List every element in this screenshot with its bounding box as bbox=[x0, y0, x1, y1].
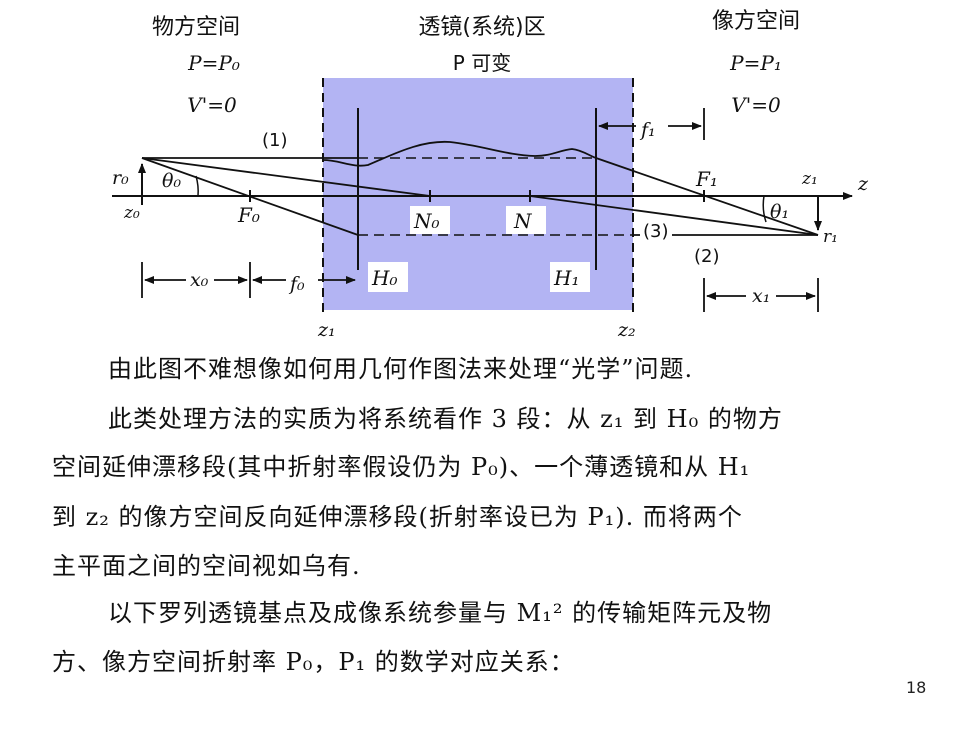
z-axis-label: z bbox=[857, 173, 869, 195]
n0-label-bg bbox=[410, 206, 450, 234]
ray-3-image bbox=[529, 195, 819, 236]
theta1-arc bbox=[762, 195, 767, 223]
n1-label: N bbox=[513, 209, 533, 233]
ray-1-lens-wave bbox=[322, 140, 597, 167]
ray-3-label: (3) bbox=[643, 221, 669, 242]
h0-label-bg bbox=[368, 262, 408, 292]
n1-label-bg bbox=[506, 206, 546, 234]
text-line-3: 空间延伸漂移段(其中折射率假设仍为 P₀)、一个薄透镜和从 H₁ bbox=[52, 453, 751, 481]
object-space-v: V'=0 bbox=[187, 93, 237, 117]
object-space-p: P=P₀ bbox=[187, 51, 240, 75]
z2-bottom-label: z₂ bbox=[617, 319, 636, 341]
x0-label: x₀ bbox=[190, 269, 209, 291]
text-line-4: 到 z₂ 的像方空间反向延伸漂移段(折射率设已为 P₁). 而将两个 bbox=[52, 503, 743, 531]
z1-top-label: z₁ bbox=[801, 169, 818, 189]
lens-region-title: 透镜(系统)区 bbox=[418, 15, 545, 40]
ray-2-label: (2) bbox=[694, 246, 720, 267]
theta0-arc bbox=[195, 175, 199, 197]
optics-diagram: 物方空间 P=P₀ V'=0 透镜(系统)区 P 可变 像方空间 P=P₁ V'… bbox=[112, 9, 869, 341]
text-line-6: 以下罗列透镜基点及成像系统参量与 M₁² 的传输矩阵元及物 bbox=[108, 599, 773, 627]
theta1-label: θ₁ bbox=[770, 201, 789, 223]
h1-label: H₁ bbox=[553, 266, 579, 290]
n0-label: N₀ bbox=[413, 209, 440, 233]
z0-label: z₀ bbox=[123, 203, 140, 223]
page-number: 18 bbox=[906, 678, 927, 697]
h1-label-bg bbox=[550, 262, 590, 292]
ray-1-image bbox=[595, 157, 819, 236]
image-space-p: P=P₁ bbox=[729, 51, 782, 75]
ray-3-object bbox=[141, 157, 431, 197]
ray-3-label-bg bbox=[640, 221, 672, 241]
theta0-label: θ₀ bbox=[162, 170, 181, 192]
object-space-title: 物方空间 bbox=[152, 15, 240, 40]
image-space-v: V'=0 bbox=[731, 93, 781, 117]
text-line-2: 此类处理方法的实质为将系统看作 3 段：从 z₁ 到 H₀ 的物方 bbox=[108, 405, 783, 433]
f1-focal-label: F₁ bbox=[695, 167, 718, 191]
h0-label: H₀ bbox=[371, 266, 397, 290]
r1-label: r₁ bbox=[823, 227, 838, 247]
text-line-5: 主平面之间的空间视如乌有. bbox=[52, 552, 361, 580]
f0-label: F₀ bbox=[237, 203, 260, 227]
r0-label: r₀ bbox=[112, 167, 129, 189]
x1-label: x₁ bbox=[752, 285, 770, 307]
image-space-title: 像方空间 bbox=[712, 9, 800, 34]
f1-dim-label: f₁ bbox=[639, 119, 656, 141]
lens-region-p: P 可变 bbox=[453, 51, 511, 75]
f0-dim-label: f₀ bbox=[288, 273, 305, 295]
text-line-1: 由此图不难想像如何用几何作图法来处理“光学”问题. bbox=[108, 355, 694, 383]
z1-bottom-label: z₁ bbox=[317, 319, 336, 341]
ray-1-label: (1) bbox=[262, 130, 288, 151]
text-line-7: 方、像方空间折射率 P₀，P₁ 的数学对应关系： bbox=[52, 648, 575, 676]
